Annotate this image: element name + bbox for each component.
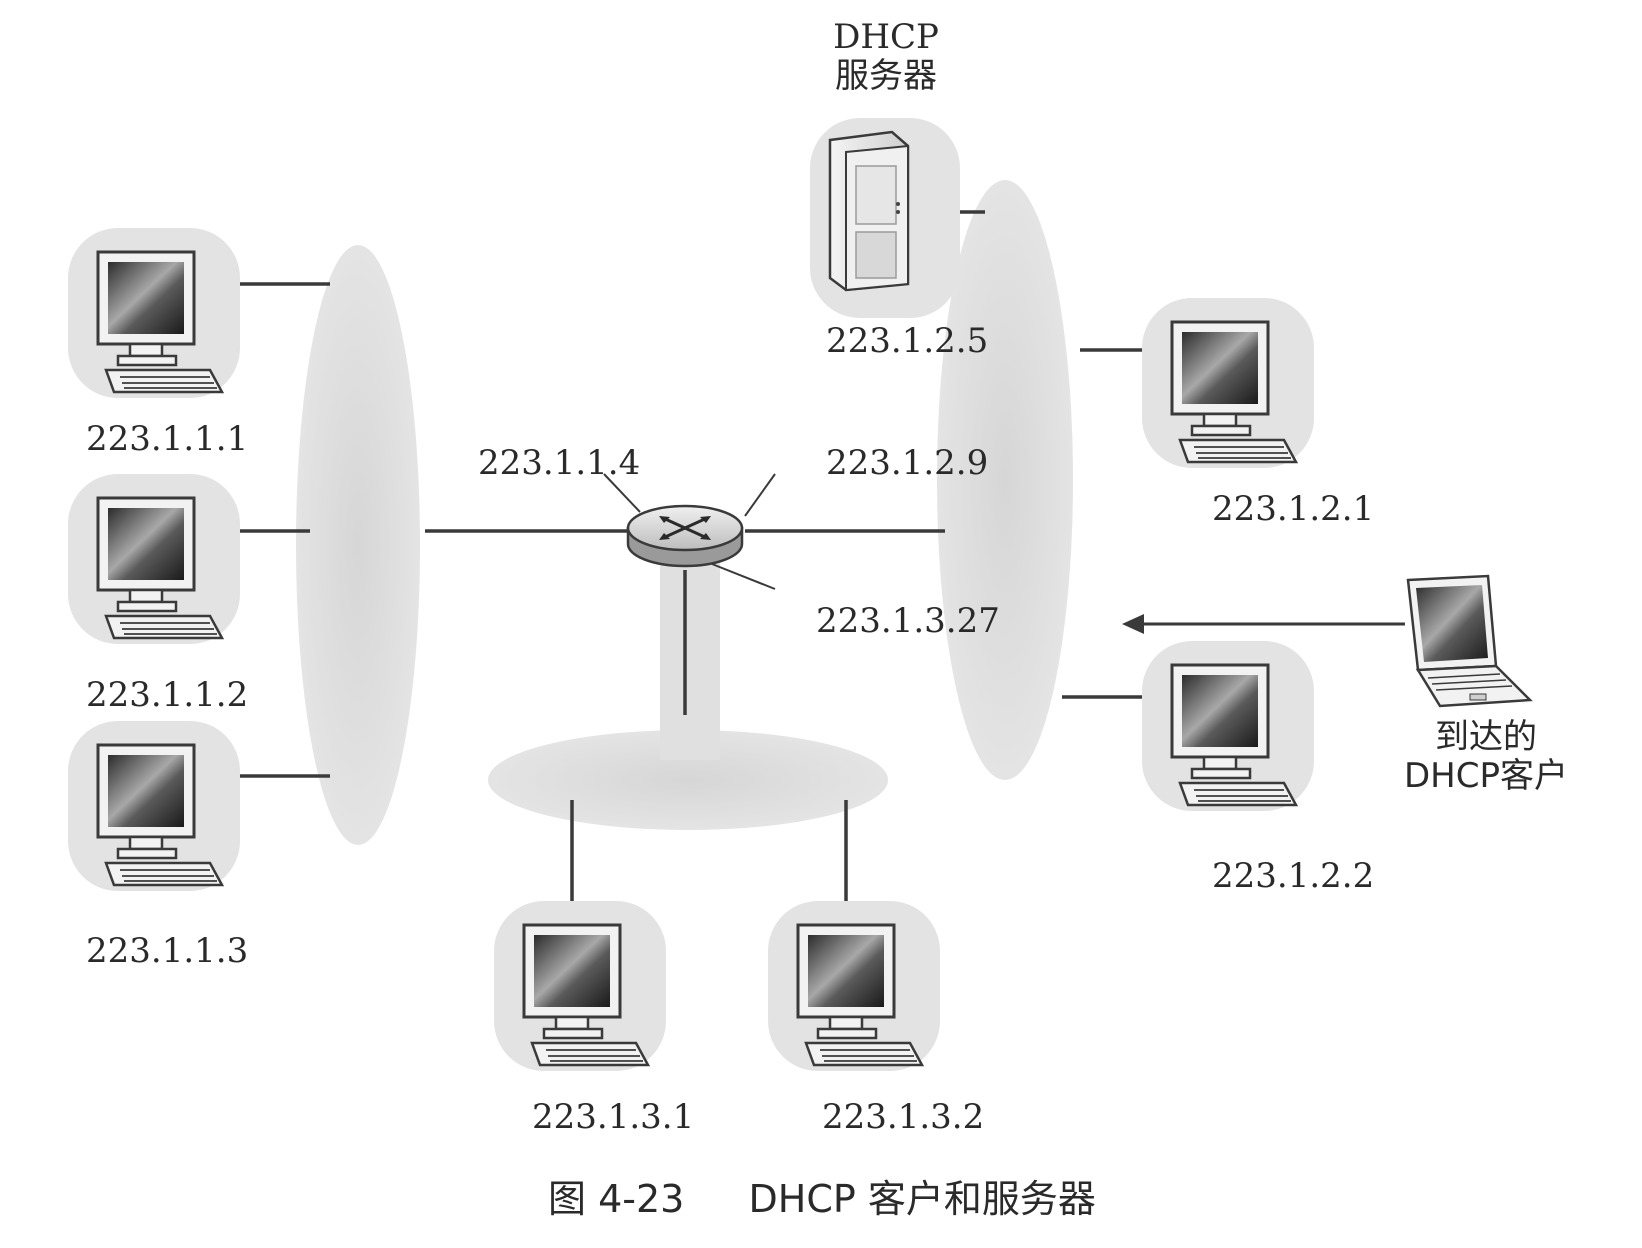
router-ip-left: 223.1.1.4	[478, 443, 641, 483]
caption-number: 图 4-23	[548, 1177, 685, 1221]
host-ip-label: 223.1.1.1	[86, 419, 249, 459]
server-label-line1: DHCP	[833, 17, 939, 57]
laptop-icon	[1406, 574, 1533, 708]
host-223-1-1-2-icon	[66, 472, 242, 646]
host-223-1-3-2-icon	[766, 899, 942, 1073]
arrival-arrow	[1122, 614, 1405, 634]
router-icon	[626, 504, 744, 568]
router-ip-bottom: 223.1.3.27	[816, 601, 1000, 641]
host-ip-label: 223.1.1.3	[86, 931, 249, 971]
host-223-1-1-3-icon	[66, 719, 242, 893]
subnet-1-blob	[296, 245, 420, 845]
host-ip-label: 223.1.1.2	[86, 675, 249, 715]
subnet-2-blob	[937, 180, 1073, 780]
figure-caption: 图 4-23 DHCP 客户和服务器	[548, 1177, 1096, 1222]
host-223-1-1-1-icon	[66, 226, 242, 400]
client-label: 到达的 DHCP客户	[1386, 717, 1586, 797]
server-ip: 223.1.2.5	[826, 321, 989, 361]
client-label-line1: 到达的	[1435, 717, 1537, 757]
host-ip-label: 223.1.2.2	[1212, 856, 1375, 896]
host-223-1-2-2-icon	[1140, 639, 1316, 813]
server-icon	[810, 118, 960, 318]
server-label: DHCP 服务器	[806, 17, 966, 97]
host-ip-label: 223.1.3.1	[532, 1097, 695, 1137]
host-ip-label: 223.1.2.1	[1212, 489, 1375, 529]
subnet-3-blob	[488, 560, 888, 830]
host-223-1-3-1-icon	[492, 899, 668, 1073]
ip-pointers	[603, 473, 776, 590]
client-label-line2: DHCP客户	[1404, 756, 1568, 797]
server-label-line2: 服务器	[835, 56, 937, 97]
caption-text: DHCP 客户和服务器	[748, 1177, 1096, 1221]
host-ip-label: 223.1.3.2	[822, 1097, 985, 1137]
router-ip-right: 223.1.2.9	[826, 443, 989, 483]
host-223-1-2-1-icon	[1140, 296, 1316, 470]
